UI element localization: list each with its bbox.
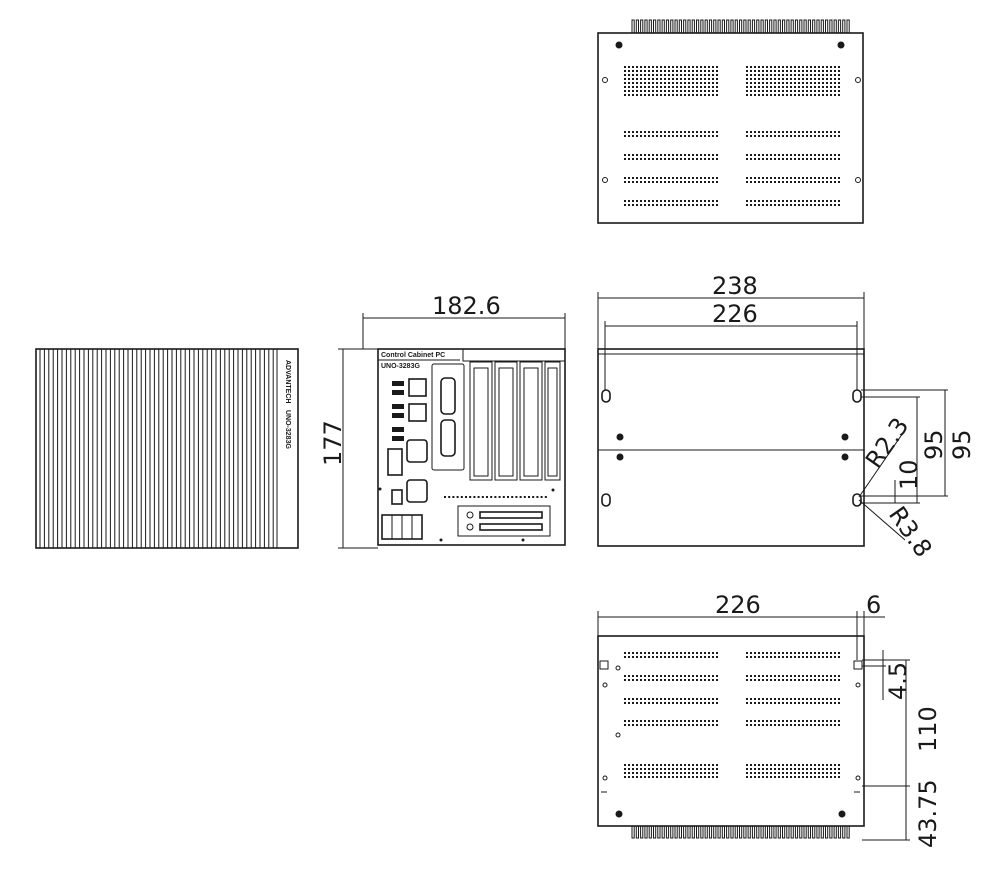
- bottom-heatsink-fins: [631, 825, 850, 839]
- dim-radius-large: R3.8: [883, 501, 937, 562]
- top-mount-holes: [602, 41, 861, 183]
- mount-side-dimensions: 238 226 95 95 10 R2.3 R3.8: [597, 272, 976, 562]
- front-view: Control Cabinet PC UNO-3283G: [377, 348, 566, 546]
- top-view: [597, 19, 864, 224]
- side-brand-label: ADVANTECH: [284, 360, 291, 403]
- expansion-slots: [462, 348, 566, 481]
- dim-height-front: 177: [319, 420, 347, 466]
- top-vent-grids: [624, 66, 840, 206]
- dim-depth-inner: 226: [712, 300, 758, 328]
- side-view-fins: ADVANTECH UNO-3283G: [35, 348, 299, 549]
- dim-bottom-edge: 6: [866, 591, 881, 619]
- dim-bottom-hole: 4.5: [884, 662, 912, 700]
- front-dimensions: 182.6 177: [319, 292, 566, 549]
- front-model-label: UNO-3283G: [381, 363, 420, 370]
- side-model-label: UNO-3283G: [284, 410, 291, 449]
- front-title-label: Control Cabinet PC: [381, 352, 445, 359]
- front-screws: [378, 487, 555, 542]
- dim-slot-offset: 10: [895, 459, 923, 490]
- mount-side-view: [597, 348, 865, 547]
- usb-lan-ports: [387, 378, 427, 505]
- front-led-row: [444, 496, 547, 498]
- serial-ports: [406, 363, 465, 503]
- side-heatsink-fins: [39, 349, 274, 548]
- bottom-dimensions: 226 6 4.5 110 43.75: [597, 591, 942, 848]
- dim-depth-overall: 238: [712, 272, 758, 300]
- dim-bottom-pitch: 110: [914, 706, 942, 752]
- terminal-blocks: [381, 514, 423, 540]
- bottom-view: [597, 635, 865, 839]
- bottom-vent-grids: [624, 652, 840, 778]
- top-heatsink-fins: [631, 19, 850, 34]
- dim-bottom-edge-offset: 43.75: [914, 779, 942, 848]
- dim-vertical-95-a: 95: [920, 429, 948, 460]
- dim-vertical-95-b: 95: [948, 429, 976, 460]
- dim-bottom-width: 226: [715, 591, 761, 619]
- dim-width-front: 182.6: [432, 292, 501, 320]
- pcie-cards: [457, 505, 551, 537]
